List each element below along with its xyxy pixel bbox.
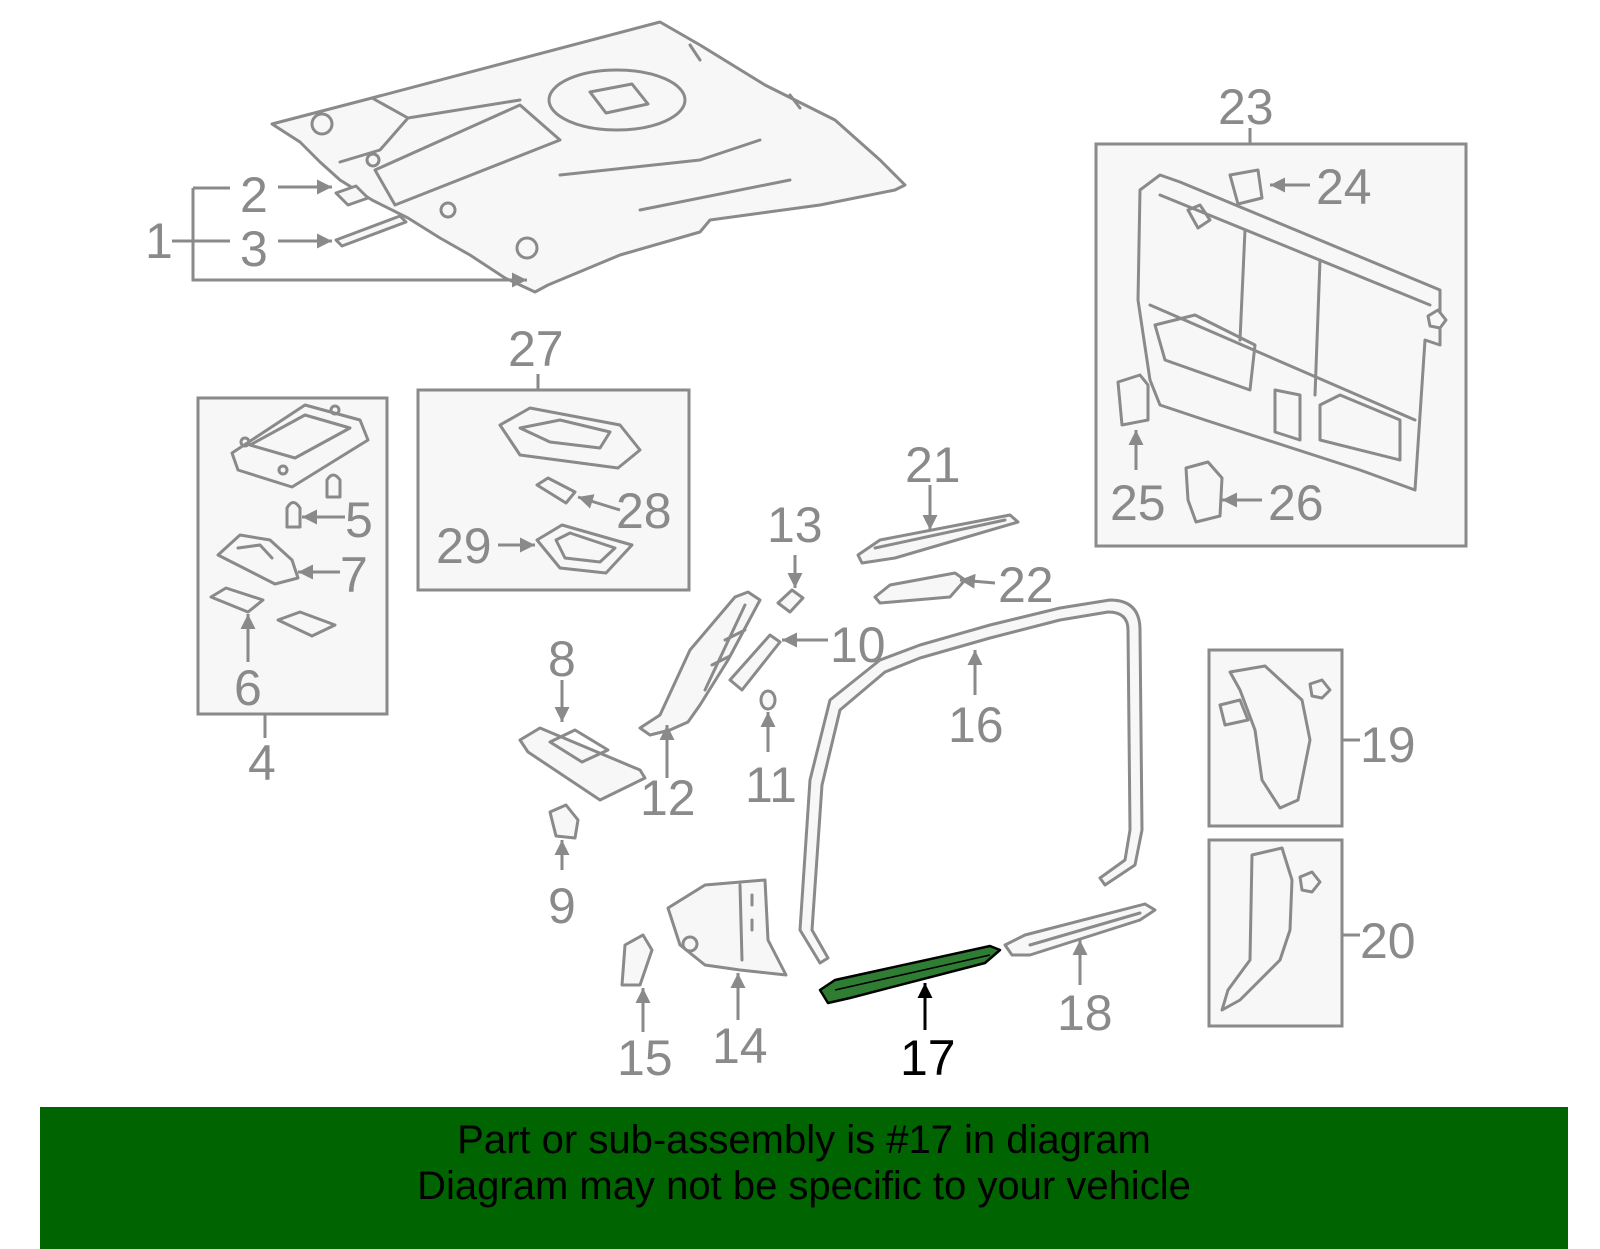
callout-26: 26	[1268, 475, 1324, 531]
a-pillar-trim-12-part[interactable]	[638, 590, 762, 737]
callout-3: 3	[240, 221, 268, 277]
scuff-plate-18-part[interactable]	[1003, 902, 1157, 957]
callout-21: 21	[905, 437, 961, 493]
lens-6-part[interactable]	[209, 586, 265, 614]
cover-25-part[interactable]	[1116, 373, 1150, 427]
map-lamp-switch-28-part[interactable]	[535, 476, 577, 505]
callout-17-highlighted: 17	[900, 1030, 956, 1086]
callout-9: 9	[548, 878, 576, 934]
callout-29: 29	[436, 518, 492, 574]
b-pillar-upper-19-part[interactable]	[1218, 664, 1332, 810]
cowl-clip-15-part[interactable]	[620, 933, 654, 987]
callout-15: 15	[617, 1030, 673, 1086]
callout-labels: 1 2 3 4 5 6 7 8 9 10 11 12 13 14 15 16 1…	[145, 79, 1416, 1086]
callout-10: 10	[830, 617, 886, 673]
callout-8: 8	[548, 631, 576, 687]
callout-27: 27	[508, 321, 564, 377]
callout-11: 11	[745, 757, 797, 813]
lamp-base-7-part[interactable]	[216, 533, 300, 586]
headliner-pad-2[interactable]	[334, 184, 370, 207]
callout-20: 20	[1360, 913, 1416, 969]
callout-2: 2	[240, 167, 268, 223]
headliner-strip-3[interactable]	[334, 214, 408, 248]
bracket-26-part[interactable]	[1184, 460, 1224, 524]
banner-line-disclaimer: Diagram may not be specific to your vehi…	[417, 1164, 1191, 1208]
callout-7: 7	[340, 547, 368, 603]
callout-22: 22	[998, 557, 1054, 613]
callout-4: 4	[248, 735, 276, 791]
headliner-part[interactable]	[270, 20, 907, 294]
cowl-trim-14-part[interactable]	[666, 878, 788, 977]
callout-6: 6	[234, 660, 262, 716]
grip-bracket-10-part[interactable]	[728, 633, 782, 692]
lens-cover-part[interactable]	[276, 610, 337, 638]
callout-1: 1	[145, 213, 173, 269]
callout-12: 12	[640, 770, 696, 826]
weatherstrip-16-part[interactable]	[798, 598, 1144, 965]
sun-visor-8-part[interactable]	[518, 726, 647, 802]
map-lamp-part[interactable]	[498, 406, 642, 470]
callout-25: 25	[1110, 475, 1166, 531]
cap-24-part[interactable]	[1228, 168, 1264, 206]
callout-28: 28	[616, 483, 672, 539]
rail-bracket-22-part[interactable]	[873, 571, 967, 605]
visor-holder-9-part[interactable]	[548, 803, 580, 840]
callout-19: 19	[1360, 717, 1416, 773]
info-banner: Part or sub-assembly is #17 in diagram D…	[40, 1107, 1568, 1249]
b-pillar-lower-20-part[interactable]	[1220, 846, 1322, 1012]
clip-11-part[interactable]	[759, 689, 777, 711]
scuff-plate-17-highlighted-part[interactable]	[818, 944, 1002, 1005]
callout-13: 13	[767, 497, 823, 553]
back-panel-23-part[interactable]	[1136, 173, 1442, 492]
assist-clip-13-part[interactable]	[776, 588, 805, 614]
clip-23-part[interactable]	[1426, 308, 1448, 330]
dome-lamp-housing-part[interactable]	[230, 403, 370, 489]
roof-rail-21-part[interactable]	[856, 513, 1020, 565]
bulb-5b-part[interactable]	[285, 501, 302, 529]
callout-16: 16	[948, 697, 1004, 753]
bulb-5a-part[interactable]	[325, 473, 342, 499]
callout-18: 18	[1057, 985, 1113, 1041]
callout-23: 23	[1218, 79, 1274, 135]
callout-14: 14	[712, 1018, 768, 1074]
banner-line-part-number: Part or sub-assembly is #17 in diagram	[457, 1118, 1151, 1162]
callout-24: 24	[1316, 159, 1372, 215]
map-lamp-lens-29-part[interactable]	[535, 523, 634, 575]
callout-5: 5	[345, 492, 373, 548]
